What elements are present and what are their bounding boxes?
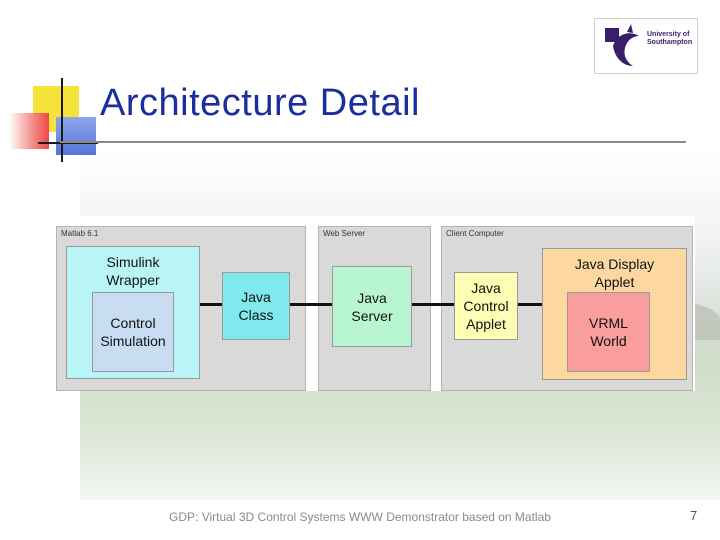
client-computer-region-label: Client Computer xyxy=(446,229,504,238)
java-class-box: Java Class xyxy=(222,272,290,340)
connector-line xyxy=(290,303,332,306)
control-simulation-label: Control Simulation xyxy=(100,315,166,349)
slide-title: Architecture Detail xyxy=(100,82,420,124)
decor-vertical-line xyxy=(61,78,63,162)
vrml-world-box: VRML World xyxy=(567,292,650,372)
java-display-applet-label: Java Display Applet xyxy=(574,256,655,290)
java-server-box: Java Server xyxy=(332,266,412,347)
simulink-wrapper-label: Simulink Wrapper xyxy=(106,254,160,288)
decor-horizontal-line xyxy=(38,142,98,144)
web-server-region-label: Web Server xyxy=(323,229,366,238)
slide-footer: GDP: Virtual 3D Control Systems WWW Demo… xyxy=(169,510,551,524)
vrml-world-label: VRML World xyxy=(589,315,628,349)
dolphin-crest-icon xyxy=(605,24,639,66)
matlab-region-label: Matlab 6.1 xyxy=(61,229,99,238)
control-simulation-box: Control Simulation xyxy=(92,292,174,372)
java-server-label: Java Server xyxy=(351,289,393,324)
java-control-applet-label: Java Control Applet xyxy=(463,280,509,332)
java-class-label: Java Class xyxy=(238,289,274,323)
logo-text: University of Southampton xyxy=(647,31,693,46)
java-control-applet-box: Java Control Applet xyxy=(454,272,518,340)
connector-line xyxy=(412,303,454,306)
university-logo: University of Southampton xyxy=(594,18,698,74)
page-number: 7 xyxy=(690,508,698,523)
title-underline xyxy=(60,141,686,143)
